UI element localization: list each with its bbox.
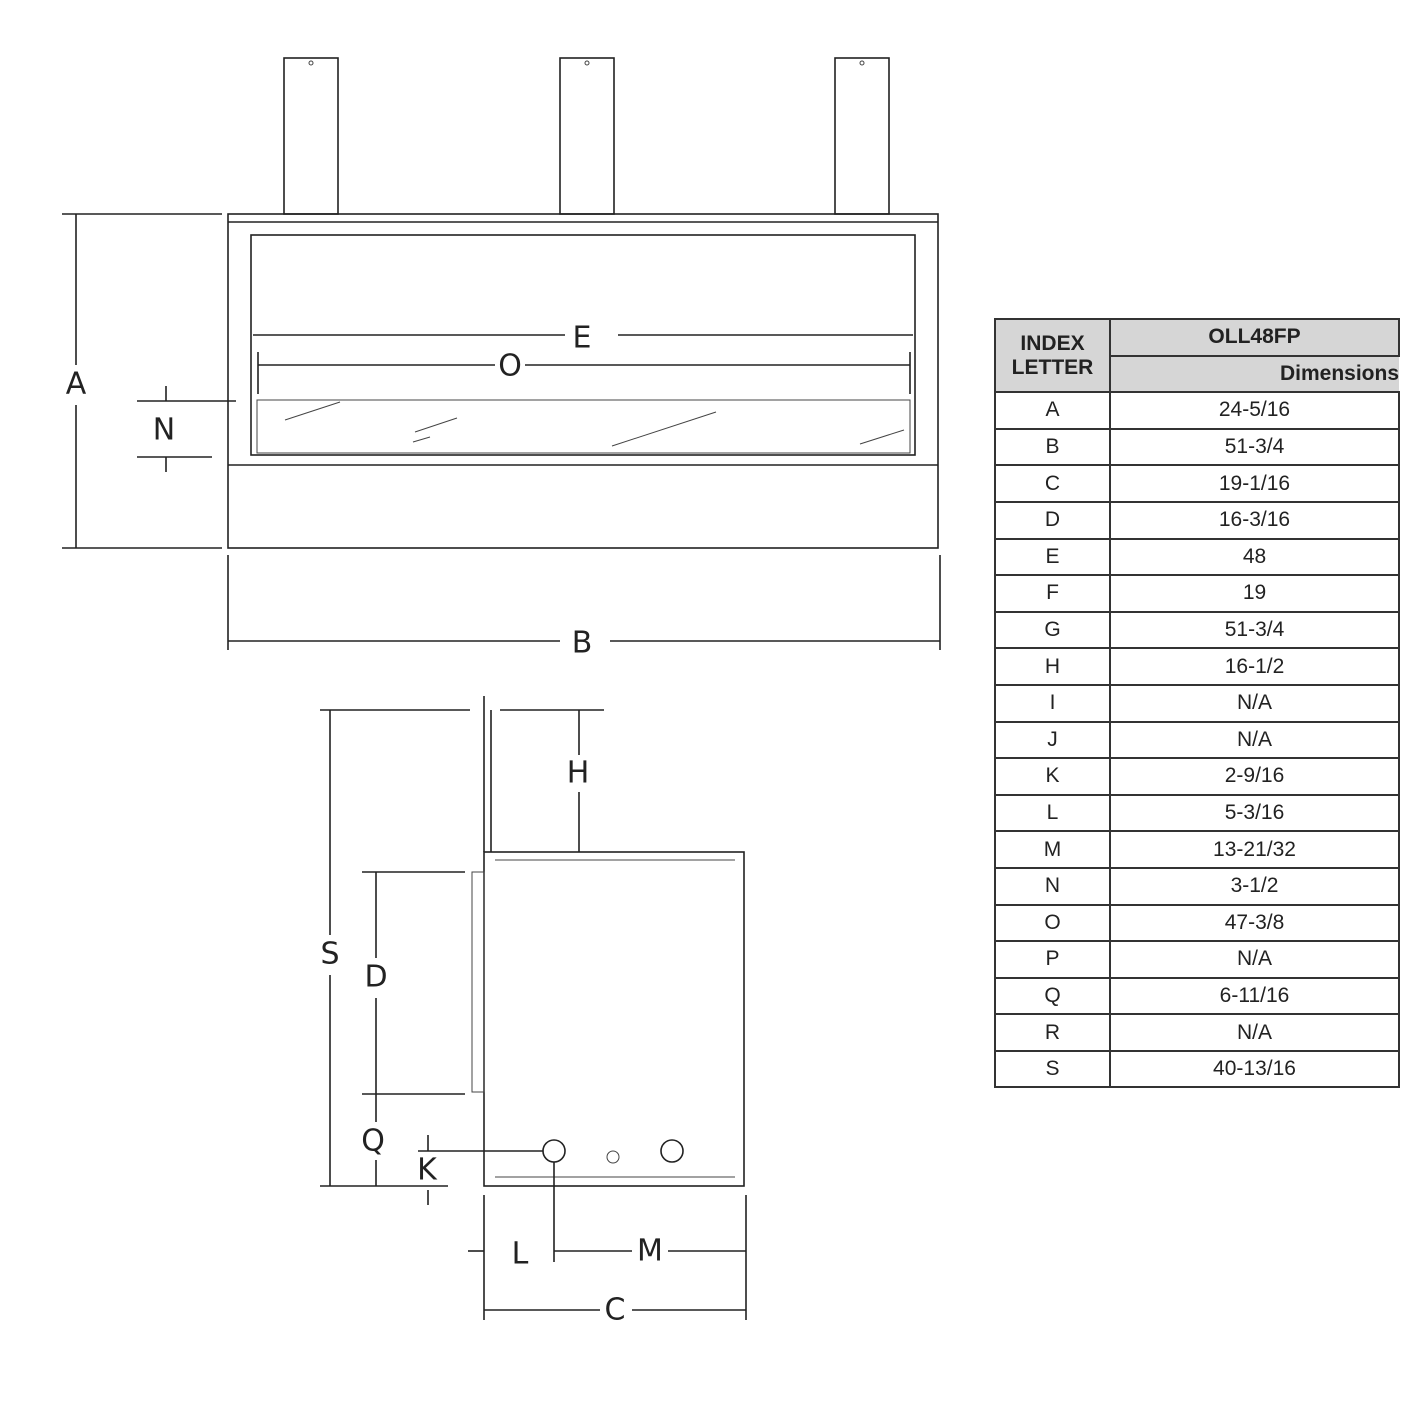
dim-label-e: E <box>573 321 592 356</box>
row-letter: F <box>994 574 1111 613</box>
row-letter: O <box>994 903 1111 943</box>
row-letter: R <box>994 1013 1111 1052</box>
row-letter: S <box>994 1049 1111 1089</box>
row-value: 6-11/16 <box>1109 976 1400 1016</box>
row-letter: E <box>994 537 1111 577</box>
vent-posts <box>283 57 890 215</box>
row-letter: H <box>994 647 1111 686</box>
row-letter: N <box>994 866 1111 906</box>
row-value: 16-3/16 <box>1109 500 1400 540</box>
row-value: 47-3/8 <box>1109 903 1400 943</box>
row-letter: G <box>994 610 1111 650</box>
dim-label-m: M <box>637 1234 663 1269</box>
row-value: 5-3/16 <box>1109 793 1400 833</box>
glass-panel <box>256 399 911 454</box>
row-letter: B <box>994 427 1111 467</box>
dim-label-k: K <box>417 1153 438 1188</box>
dim-label-o: O <box>498 349 522 384</box>
dim-label-q: Q <box>361 1124 385 1159</box>
row-letter: C <box>994 464 1111 503</box>
row-value: 48 <box>1109 537 1400 577</box>
side-view: S H D Q K L M C <box>320 696 747 1328</box>
row-value: 3-1/2 <box>1109 866 1400 906</box>
dim-label-d: D <box>364 960 387 995</box>
gas-inlet <box>542 1139 566 1163</box>
row-letter: M <box>994 830 1111 869</box>
row-value: 40-13/16 <box>1109 1049 1400 1089</box>
dim-label-c: C <box>605 1293 626 1328</box>
side-body <box>483 851 745 1187</box>
row-letter: I <box>994 683 1111 723</box>
dim-label-s: S <box>320 937 339 972</box>
row-value: N/A <box>1109 940 1400 979</box>
row-letter: D <box>994 500 1111 540</box>
dim-label-a: A <box>66 367 87 402</box>
row-value: 16-1/2 <box>1109 647 1400 686</box>
row-value: 2-9/16 <box>1109 757 1400 796</box>
row-letter: P <box>994 940 1111 979</box>
row-value: N/A <box>1109 720 1400 760</box>
header-dimensions: Dimensions <box>1109 354 1399 394</box>
row-value: 51-3/4 <box>1109 427 1400 467</box>
row-letter: Q <box>994 976 1111 1016</box>
dim-label-n: N <box>153 413 175 448</box>
row-value: 24-5/16 <box>1109 391 1400 430</box>
row-value: 13-21/32 <box>1109 830 1400 869</box>
dim-label-b: B <box>572 626 593 661</box>
firebox-outline <box>227 213 939 549</box>
row-value: N/A <box>1109 1013 1400 1052</box>
row-value: 51-3/4 <box>1109 610 1400 650</box>
dim-label-h: H <box>567 756 590 791</box>
row-letter: L <box>994 793 1111 833</box>
row-letter: K <box>994 757 1111 796</box>
row-letter: A <box>994 391 1111 430</box>
header-model: OLL48FP <box>1109 318 1400 357</box>
header-index-letter: INDEX LETTER <box>994 317 1111 394</box>
glass-reflections <box>284 401 905 447</box>
dim-label-l: L <box>512 1237 529 1272</box>
viewing-opening <box>250 234 916 456</box>
row-value: 19-1/16 <box>1109 464 1400 503</box>
row-value: 19 <box>1109 574 1400 613</box>
row-letter: J <box>994 720 1111 760</box>
row-value: N/A <box>1109 683 1400 723</box>
front-view: A N E O B <box>62 57 941 661</box>
